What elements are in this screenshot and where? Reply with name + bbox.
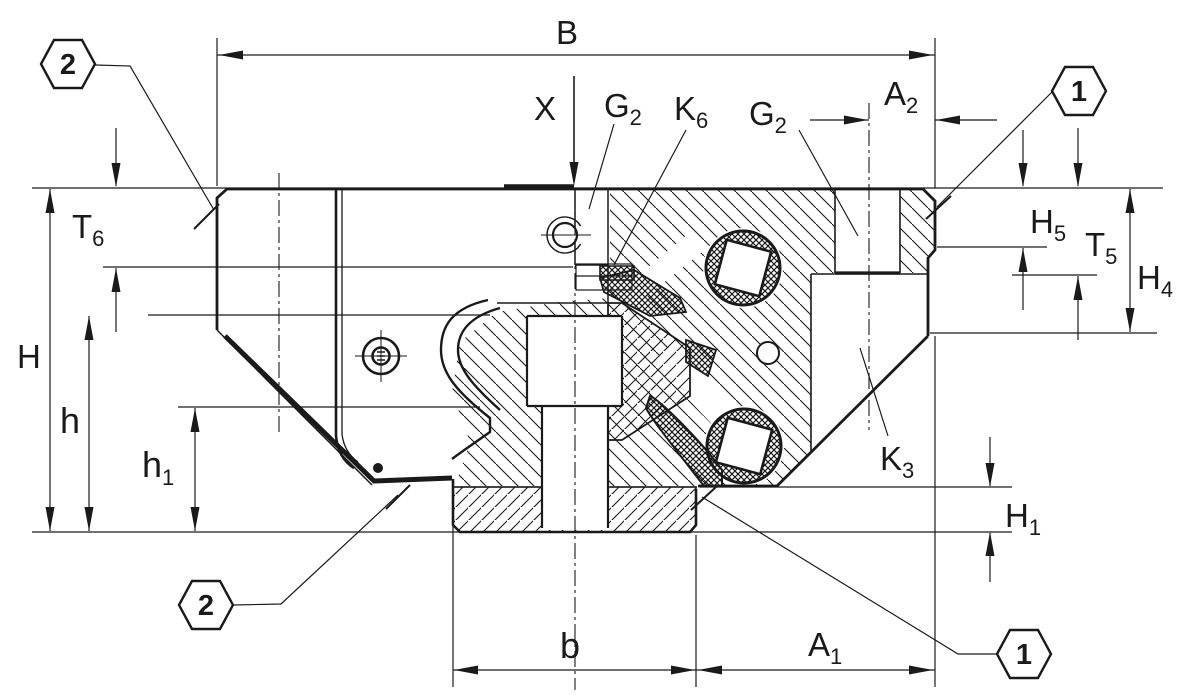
bottom-seal-strip <box>223 334 453 484</box>
leader-lines <box>94 64 1053 655</box>
balloon-top-right-number: 1 <box>1071 76 1087 108</box>
datum-lines <box>32 187 1163 533</box>
dim-label-A1: A1 <box>808 626 842 669</box>
return-guide-outer <box>439 298 492 460</box>
dimension-lines <box>49 38 1131 687</box>
dim-label-H1: H1 <box>1005 497 1041 540</box>
dim-label-K6: K6 <box>674 90 708 133</box>
dim-label-b: b <box>560 625 580 666</box>
lower-roller <box>705 407 783 485</box>
thread-hole-G2-symbol <box>541 216 591 254</box>
end-plate-edge <box>334 190 355 470</box>
dim-label-H4: H4 <box>1137 259 1173 302</box>
side-lube-hole <box>756 341 780 365</box>
seal-lip <box>373 463 383 473</box>
balloon-top-left-number: 2 <box>60 49 76 81</box>
return-guide-inner <box>456 306 501 411</box>
dim-label-h1: h1 <box>142 444 174 490</box>
balloon-bottom-left: 2 <box>177 579 235 631</box>
balloon-top-right: 1 <box>1050 65 1108 117</box>
dim-label-H: H <box>17 338 41 375</box>
end-plate-lube-port <box>355 330 407 382</box>
mounting-hole-walls <box>834 190 901 273</box>
dim-label-K3: K3 <box>880 440 914 483</box>
side-pocket <box>777 274 928 486</box>
dim-label-T6: T6 <box>72 208 104 251</box>
balloon-bottom-left-number: 2 <box>198 590 214 622</box>
seal-ridge <box>685 338 718 378</box>
seal-upper <box>598 269 688 317</box>
balloon-bottom-right-number: 1 <box>1016 639 1032 671</box>
mounting-hole-right <box>835 189 900 273</box>
dim-label-A2: A2 <box>884 75 918 118</box>
dim-label-G2-center: G2 <box>604 87 642 130</box>
section-label-X: X <box>534 90 556 127</box>
dim-label-G2-side: G2 <box>749 95 787 138</box>
balloon-top-left: 2 <box>39 38 97 90</box>
dim-label-h: h <box>60 400 80 441</box>
dim-label-T5: T5 <box>1085 226 1117 269</box>
dim-label-H5: H5 <box>1030 203 1066 246</box>
end-plate-edge-inner <box>341 190 359 463</box>
upper-roller <box>704 229 782 307</box>
arrowheads <box>45 50 1135 675</box>
dim-label-B: B <box>556 14 578 51</box>
balloon-bottom-right: 1 <box>995 628 1053 680</box>
